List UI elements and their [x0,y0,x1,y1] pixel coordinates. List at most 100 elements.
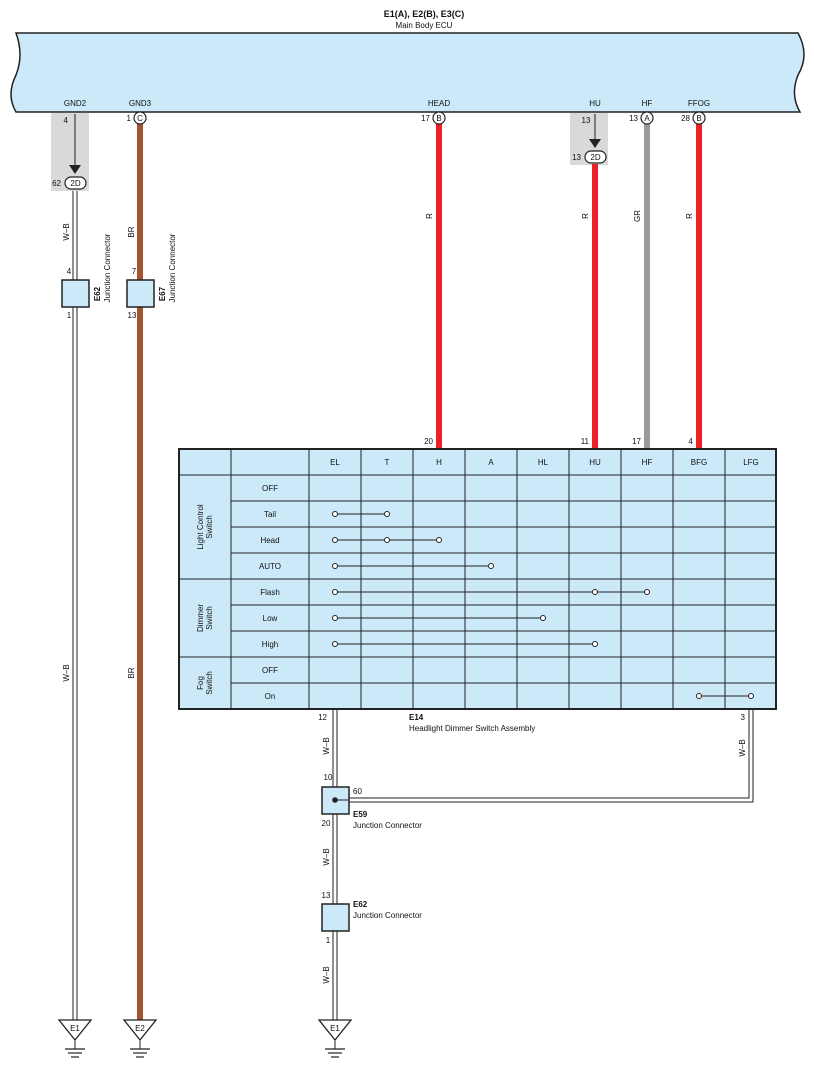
junction-2d-gnd2: 2D 62 [52,176,87,190]
svg-text:E59: E59 [353,810,368,819]
svg-text:C: C [137,114,143,123]
svg-text:B: B [436,114,441,123]
row-light-head: Head [260,536,279,545]
svg-text:13: 13 [128,311,137,320]
continuity-dot [488,563,494,569]
connector-e62-lower: 13 1 E62 Junction Connector [321,891,422,945]
svg-text:20: 20 [322,819,331,828]
switch-top-pins: 20 11 17 4 [424,437,693,446]
continuity-dot [332,589,338,595]
ecu-terminal-ffog: FFOG [688,99,710,108]
continuity-dot [332,641,338,647]
col-hf: HF [642,458,653,467]
wire-label-el-mid: W–B [322,848,331,865]
continuity-marks [332,511,754,699]
wire-label-ffog: R [685,213,694,219]
continuity-dot [644,589,650,595]
ecu-pin-gnd2: 4 [64,116,69,125]
svg-text:4: 4 [689,437,694,446]
ground-e1-right: E1 [317,1019,353,1058]
continuity-dot [696,693,702,699]
wire-label-head: R [425,213,434,219]
ground-e2: E2 [122,1019,158,1058]
row-light-tail: Tail [264,510,276,519]
row-fog-off: OFF [262,666,278,675]
svg-text:2D: 2D [70,179,80,188]
svg-text:17: 17 [632,437,641,446]
svg-text:13: 13 [572,153,581,162]
svg-text:E67: E67 [158,286,167,301]
col-h: H [436,458,442,467]
svg-text:E1: E1 [70,1024,80,1033]
col-bfg: BFG [691,458,707,467]
group-light-control-1: Light Control [196,504,205,550]
svg-text:1: 1 [127,114,132,123]
switch-name: Headlight Dimmer Switch Assembly [409,724,535,733]
svg-text:20: 20 [424,437,433,446]
ecu-terminal-hf: HF [642,99,653,108]
ecu-terminal-gnd2: GND2 [64,99,87,108]
ecu-pin-hu: 13 [582,116,591,125]
col-hu: HU [589,458,601,467]
row-dimmer-flash: Flash [260,588,280,597]
continuity-dot [592,589,598,595]
ecu-terminal-hu: HU [589,99,601,108]
wire-el [332,710,338,1020]
svg-text:4: 4 [64,116,69,125]
svg-text:7: 7 [132,267,137,276]
continuity-dot [332,615,338,621]
wire-gnd2 [69,114,81,1020]
col-a: A [488,458,494,467]
continuity-dot [748,693,754,699]
ecu-pin-gnd3: C 1 [127,111,147,125]
wire-label-hu: R [581,213,590,219]
svg-text:4: 4 [67,267,72,276]
ecu-name-label: Main Body ECU [396,21,453,30]
svg-text:60: 60 [353,787,362,796]
svg-text:28: 28 [681,114,690,123]
svg-text:11: 11 [581,437,590,446]
wire-hu [589,114,601,449]
ecu-pin-hf: A 13 [629,111,654,125]
junction-2d-hu: 2D 13 [572,150,607,164]
continuity-dot [384,537,390,543]
row-light-off: OFF [262,484,278,493]
svg-text:13: 13 [582,116,591,125]
ecu-terminal-gnd3: GND3 [129,99,152,108]
svg-text:13: 13 [322,891,331,900]
svg-text:2D: 2D [590,153,600,162]
ecu-connectors-label: E1(A), E2(B), E3(C) [384,9,465,19]
wire-label-lfg: W–B [738,739,747,756]
svg-text:Junction Connector: Junction Connector [168,233,177,302]
connector-e59: 10 60 20 E59 Junction Connector [321,773,422,830]
wire-label-el-lower: W–B [322,966,331,983]
continuity-dot [384,511,390,517]
svg-text:1: 1 [326,936,331,945]
continuity-dot [332,511,338,517]
ground-e1-left: E1 [57,1019,93,1058]
row-dimmer-high: High [262,640,278,649]
wire-label-gnd2: W–B [62,223,71,240]
group-dimmer-1: Dimmer [196,604,205,632]
switch-table: EL T H A HL HU HF BFG LFG OFF Tail Head … [178,448,777,710]
continuity-dot [436,537,442,543]
group-fog-1: Fog [196,676,205,690]
svg-text:E2: E2 [135,1024,145,1033]
svg-text:E62: E62 [353,900,368,909]
svg-text:Junction Connector: Junction Connector [353,911,422,920]
svg-text:62: 62 [52,179,61,188]
svg-text:13: 13 [629,114,638,123]
svg-text:Junction Connector: Junction Connector [103,233,112,302]
switch-id: E14 [409,713,424,722]
continuity-dot [332,537,338,543]
svg-text:10: 10 [324,773,333,782]
group-fog-2: Switch [205,671,214,695]
switch-lfg-pin: 3 [741,713,746,722]
ecu-terminal-head: HEAD [428,99,450,108]
wire-label-gnd3: BR [127,226,136,237]
wire-label-hf: GR [633,210,642,222]
continuity-dot [540,615,546,621]
ecu-body [10,32,805,113]
wire-label-gnd2-lower: W–B [62,664,71,681]
